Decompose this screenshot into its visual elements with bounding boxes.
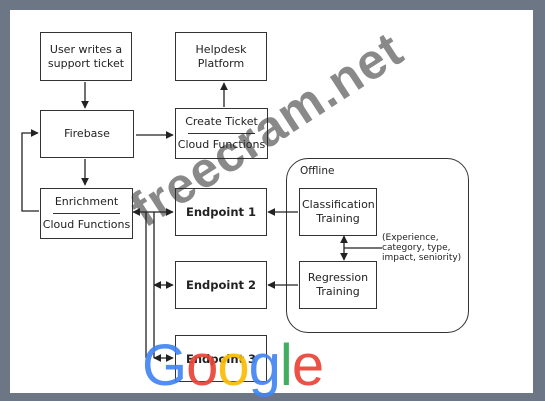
arrow-enrichment-to-firebase <box>21 129 39 212</box>
endpoint3-node: Endpoint 3 <box>175 335 267 382</box>
connector-lines <box>21 82 382 362</box>
user-ticket-label: User writes a support ticket <box>47 42 125 70</box>
offline-group <box>286 158 469 333</box>
create-ticket-node: Create Ticket Cloud Functions <box>175 108 268 159</box>
firebase-label: Firebase <box>64 127 110 140</box>
regression-label: Regression Training <box>307 271 369 298</box>
classification-training-node: Classification Training <box>299 188 377 236</box>
diagram-canvas: Offline <box>10 10 533 396</box>
create-ticket-title: Create Ticket <box>185 115 258 128</box>
helpdesk-label: Helpdesk Platform <box>195 42 247 70</box>
endpoint2-node: Endpoint 2 <box>175 261 267 309</box>
endpoint2-label: Endpoint 2 <box>185 278 257 292</box>
helpdesk-node: Helpdesk Platform <box>175 32 267 81</box>
create-ticket-divider <box>187 133 256 134</box>
firebase-node: Firebase <box>40 110 134 158</box>
endpoint3-label: Endpoint 3 <box>185 351 257 366</box>
features-note: (Experience, category, type, impact, sen… <box>382 233 462 263</box>
regression-training-node: Regression Training <box>299 261 377 309</box>
enrichment-title: Enrichment <box>54 195 119 208</box>
create-ticket-subtitle: Cloud Functions <box>177 138 266 151</box>
offline-label: Offline <box>300 165 335 177</box>
endpoint1-node: Endpoint 1 <box>175 188 267 236</box>
enrichment-node: Enrichment Cloud Functions <box>40 188 133 239</box>
enrichment-subtitle: Cloud Functions <box>42 218 131 231</box>
classification-label: Classification Training <box>302 198 375 225</box>
enrichment-divider <box>52 213 121 214</box>
user-ticket-node: User writes a support ticket <box>40 32 132 81</box>
endpoint1-label: Endpoint 1 <box>185 205 257 219</box>
